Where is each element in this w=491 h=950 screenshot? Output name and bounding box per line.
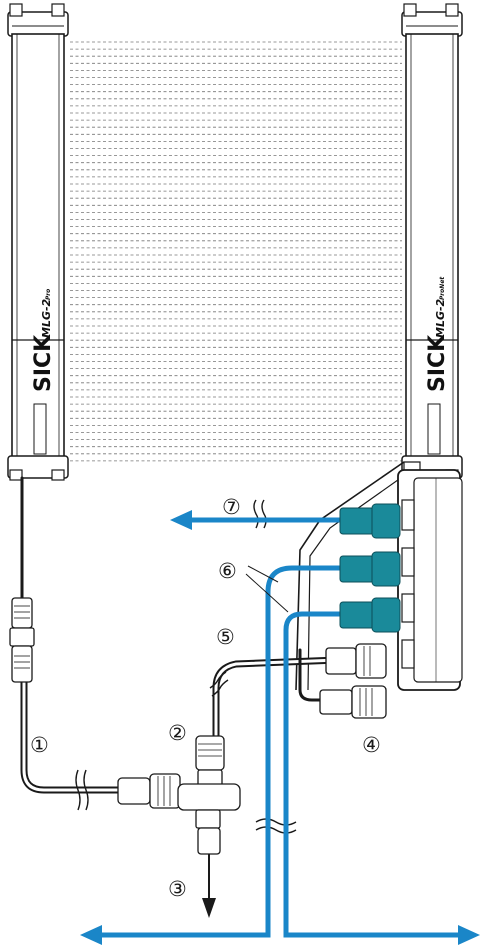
down-arrow [202, 854, 216, 918]
sensor-right-label: SICK MLG-2 ProNet [425, 276, 450, 392]
sensor-left-label: SICK MLG-2 Pro [31, 289, 56, 392]
cables-black [20, 476, 342, 794]
sensor-left-model: MLG-2 [40, 298, 53, 338]
callout-6-leaders [245, 565, 289, 613]
callout-2: ② [168, 721, 187, 745]
connection-module [295, 461, 463, 691]
sensor-right-variant: ProNet [439, 276, 446, 300]
callout-6: ⑥ [218, 559, 237, 583]
cables-blue [100, 517, 460, 938]
sensor-left [7, 3, 69, 481]
light-beam-grid [70, 41, 402, 462]
sensor-right-brand: SICK [425, 334, 450, 392]
sensor-left-variant: Pro [45, 289, 52, 300]
cable-break-marks [75, 499, 297, 834]
callout-3: ③ [168, 877, 187, 901]
cable-arrowheads [80, 510, 480, 945]
callouts: ① ② ③ ④ ⑤ ⑥ ⑦ [30, 495, 381, 901]
callout-1: ① [30, 733, 49, 757]
callout-7: ⑦ [222, 495, 241, 519]
m12-connectors [9, 597, 387, 855]
sensor-left-brand: SICK [31, 334, 56, 392]
teal-connectors [339, 503, 401, 633]
sensor-right-model: MLG-2 [434, 298, 447, 338]
connector-ribbing [14, 605, 373, 806]
sensor-right [401, 3, 463, 481]
callout-5: ⑤ [216, 625, 235, 649]
callout-4: ④ [362, 733, 381, 757]
